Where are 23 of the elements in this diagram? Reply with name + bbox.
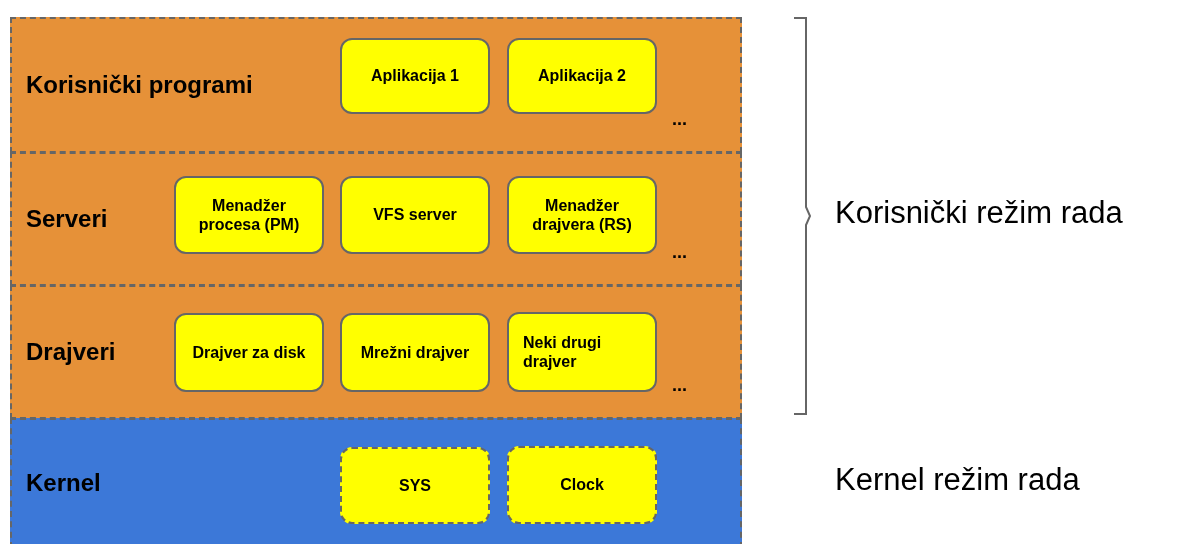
layer-band [10,418,742,544]
ellipsis: ... [672,375,687,396]
layer-title: Drajveri [26,338,116,366]
component-box: VFS server [340,176,490,254]
layer-band [10,152,742,286]
ellipsis: ... [672,109,687,130]
mode-label: Kernel režim rada [835,462,1080,498]
layer-band [10,17,742,153]
component-box: SYS [340,447,490,524]
layer-title: Kernel [26,469,101,497]
ellipsis: ... [672,242,687,263]
component-box: Aplikacija 2 [507,38,657,114]
layer-band [10,285,742,419]
mode-label: Korisnički režim rada [835,195,1123,231]
layer-title: Korisnički programi [26,71,253,99]
component-box: Mrežni drajver [340,313,490,392]
component-box: Clock [507,446,657,524]
layer-title: Serveri [26,205,108,233]
component-box: Drajver za disk [174,313,324,392]
component-box: Menadžer drajvera (RS) [507,176,657,254]
component-box: Neki drugi drajver [507,312,657,392]
component-box: Aplikacija 1 [340,38,490,114]
component-box: Menadžer procesa (PM) [174,176,324,254]
